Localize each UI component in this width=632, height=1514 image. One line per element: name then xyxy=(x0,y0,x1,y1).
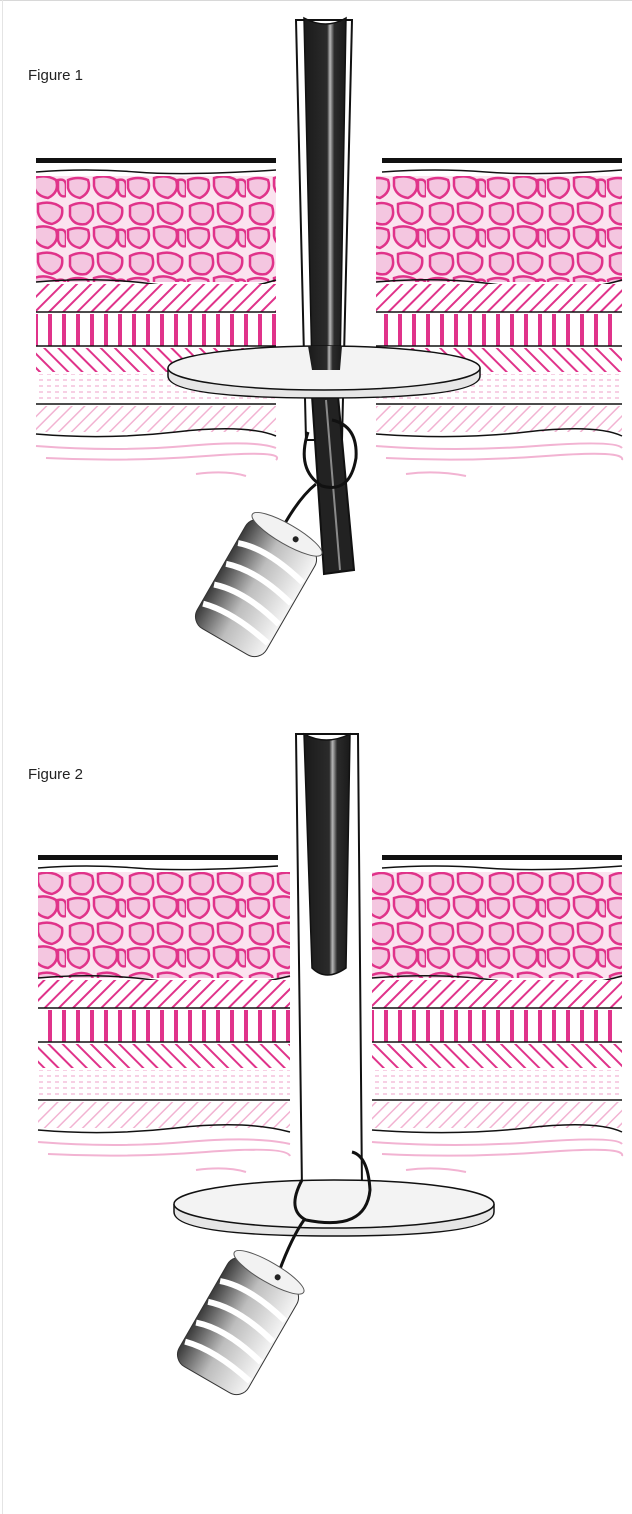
bolster-weight-icon xyxy=(172,1244,308,1400)
figure-2-panel: Figure 2 xyxy=(6,720,630,1510)
figure-2-illustration: Figure 2 xyxy=(6,720,630,1510)
bolster-weight-icon xyxy=(190,506,326,662)
gastrostomy-tube-icon xyxy=(296,18,354,574)
retention-disc-icon xyxy=(168,346,480,398)
figure-1-panel: Figure 1 xyxy=(6,0,630,730)
tissue-layers-right xyxy=(372,855,622,1172)
figure-1-illustration: Figure 1 xyxy=(6,0,630,730)
left-rule xyxy=(2,0,3,1514)
tissue-layers-left xyxy=(38,855,290,1172)
figure-2-label: Figure 2 xyxy=(28,766,83,783)
tissue-layers-right xyxy=(376,158,622,476)
retention-disc-icon xyxy=(174,1180,494,1236)
figure-1-label: Figure 1 xyxy=(28,67,83,84)
gastrostomy-tube-icon xyxy=(296,734,362,1198)
tissue-layers-left xyxy=(36,158,277,476)
